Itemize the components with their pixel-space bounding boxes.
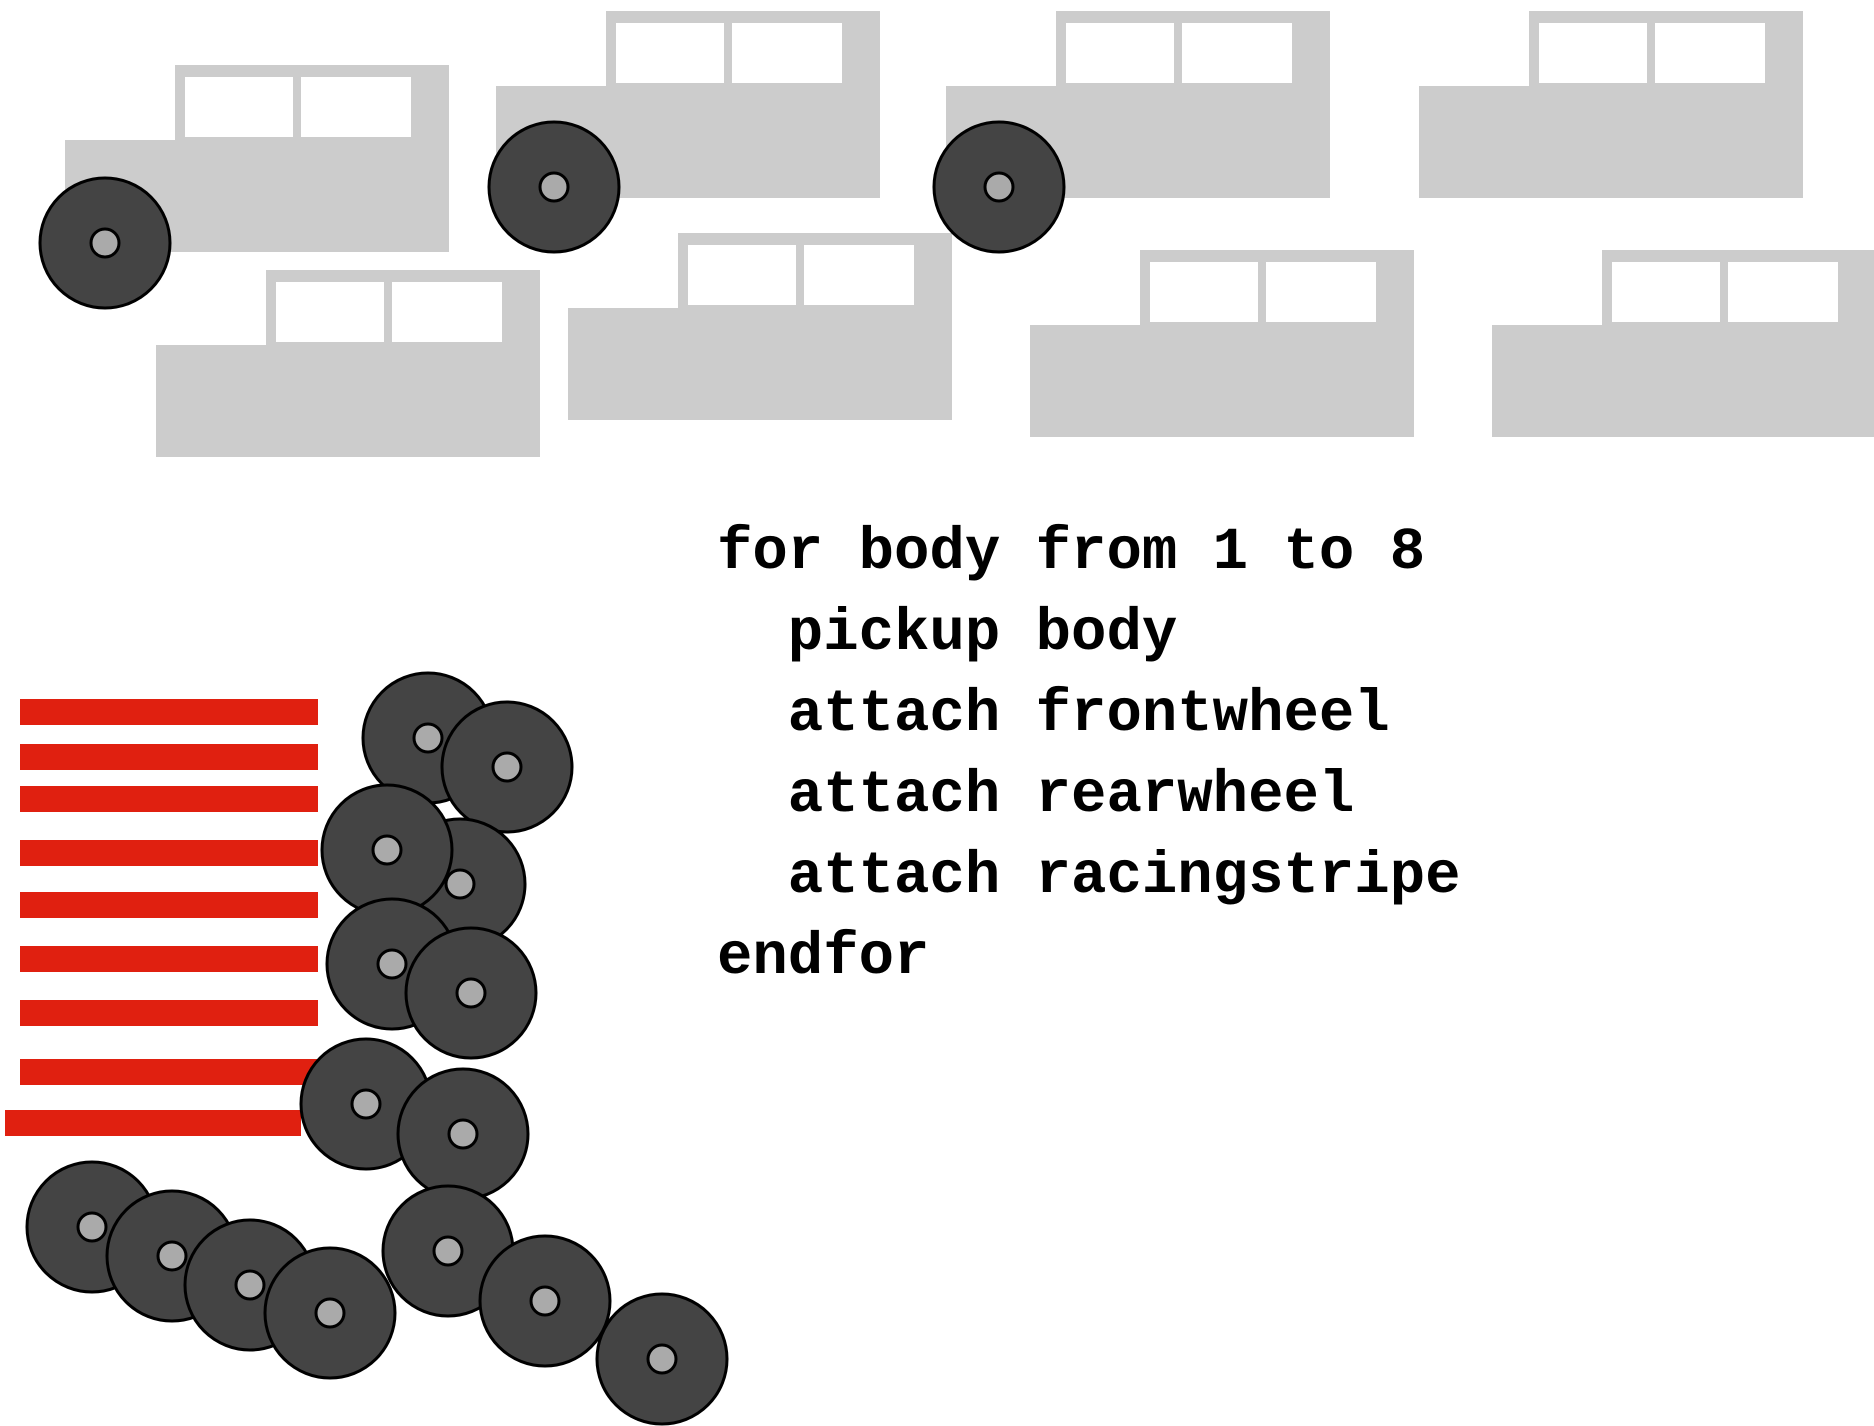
wheel xyxy=(404,926,538,1060)
wheel-hub xyxy=(983,171,1015,203)
racing-stripe xyxy=(20,892,318,918)
car-window xyxy=(616,23,724,83)
wheel-hub xyxy=(156,1240,188,1272)
car-window xyxy=(301,77,411,137)
racing-stripe xyxy=(20,946,318,972)
code-line: attach rearwheel xyxy=(717,762,1355,829)
car-window xyxy=(732,23,842,83)
wheel-hub xyxy=(447,1118,479,1150)
wheel-hub xyxy=(371,834,403,866)
racing-stripe xyxy=(20,744,318,770)
car-body-base xyxy=(1419,86,1803,198)
wheel-hub xyxy=(89,227,121,259)
code-line: pickup body xyxy=(717,600,1178,667)
car-body xyxy=(568,233,952,420)
car-body xyxy=(1419,11,1803,198)
wheel-hub xyxy=(455,977,487,1009)
car-body-base xyxy=(156,345,540,457)
car-window xyxy=(1728,262,1838,322)
car-body xyxy=(1030,250,1414,437)
wheel-hub xyxy=(491,751,523,783)
attached-wheels xyxy=(38,120,1066,310)
wheel xyxy=(396,1067,530,1201)
car-window xyxy=(1066,23,1174,83)
wheel-hub xyxy=(538,171,570,203)
loose-wheels xyxy=(25,671,729,1426)
wheel xyxy=(320,783,454,917)
car-window xyxy=(1266,262,1376,322)
wheel-hub xyxy=(529,1285,561,1317)
wheel-hub xyxy=(646,1343,678,1375)
pseudocode: for body from 1 to 8 pickup body attach … xyxy=(717,512,1461,998)
wheel xyxy=(440,700,574,834)
car-window xyxy=(1539,23,1647,83)
racing-stripe xyxy=(20,699,318,725)
car-window xyxy=(688,245,796,305)
racing-stripe xyxy=(5,1110,301,1136)
car-window xyxy=(1150,262,1258,322)
car-body-base xyxy=(568,308,952,420)
racing-stripes xyxy=(5,699,318,1136)
wheel-hub xyxy=(314,1297,346,1329)
wheel-hub xyxy=(234,1269,266,1301)
wheel-hub xyxy=(444,868,476,900)
racing-stripe xyxy=(20,1059,318,1085)
wheel xyxy=(595,1292,729,1426)
wheel-hub xyxy=(76,1211,108,1243)
wheel xyxy=(263,1246,397,1380)
car-body xyxy=(1492,250,1874,437)
wheel xyxy=(932,120,1066,254)
car-window xyxy=(276,282,384,342)
car-body xyxy=(156,270,540,457)
code-line: endfor xyxy=(717,924,930,991)
wheel-hub xyxy=(412,722,444,754)
racing-stripe xyxy=(20,840,318,866)
racing-stripe xyxy=(20,786,318,812)
car-window xyxy=(185,77,293,137)
wheel-hub xyxy=(376,948,408,980)
wheel-hub xyxy=(432,1235,464,1267)
wheel-hub xyxy=(350,1088,382,1120)
wheel xyxy=(478,1234,612,1368)
racing-stripe xyxy=(20,1000,318,1026)
car-body-base xyxy=(1492,325,1874,437)
code-line: attach frontwheel xyxy=(717,681,1390,748)
car-window xyxy=(1182,23,1292,83)
wheel xyxy=(38,176,172,310)
car-window xyxy=(1655,23,1765,83)
car-window xyxy=(392,282,502,342)
car-window xyxy=(804,245,914,305)
code-line: for body from 1 to 8 xyxy=(717,519,1426,586)
wheel xyxy=(487,120,621,254)
car-body-base xyxy=(1030,325,1414,437)
code-line: attach racingstripe xyxy=(717,843,1461,910)
car-window xyxy=(1612,262,1720,322)
